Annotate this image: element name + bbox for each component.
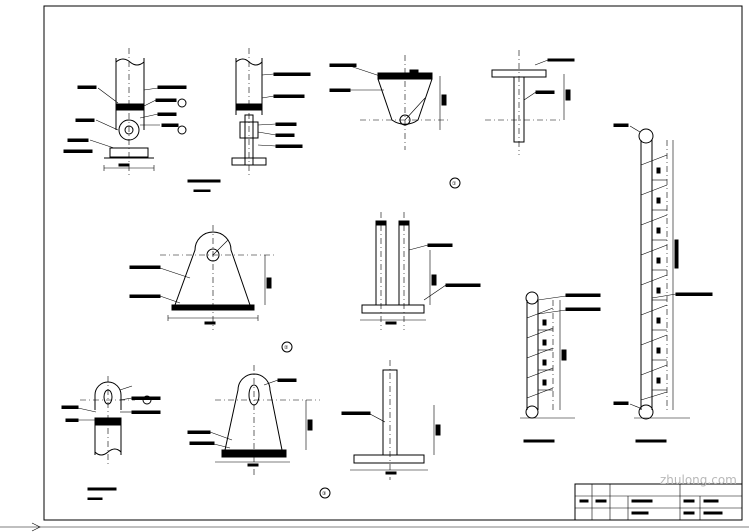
- title-block: [574, 483, 743, 521]
- callout-3: ③: [322, 491, 326, 497]
- detail-short-column: [520, 291, 601, 443]
- callout-2: ②: [284, 345, 289, 351]
- detail-pipe-lug-elevation: [63, 48, 187, 175]
- detail-t-column-bottom: [341, 360, 441, 480]
- callout-1: ①: [452, 181, 457, 187]
- watermark: zhulong.com: [660, 473, 737, 487]
- detail-lug-plate-top: [329, 55, 461, 189]
- detail-pipe-lug-side: [187, 48, 311, 192]
- detail-pipe-lug-bottom: [61, 376, 161, 500]
- detail-double-column: [360, 212, 481, 330]
- detail-lug-plate-bottom: [187, 365, 331, 499]
- detail-lug-plate-middle: [129, 225, 293, 353]
- detail-tall-column: [613, 123, 713, 443]
- detail-t-section: [485, 50, 575, 155]
- sheet-border: [43, 5, 743, 521]
